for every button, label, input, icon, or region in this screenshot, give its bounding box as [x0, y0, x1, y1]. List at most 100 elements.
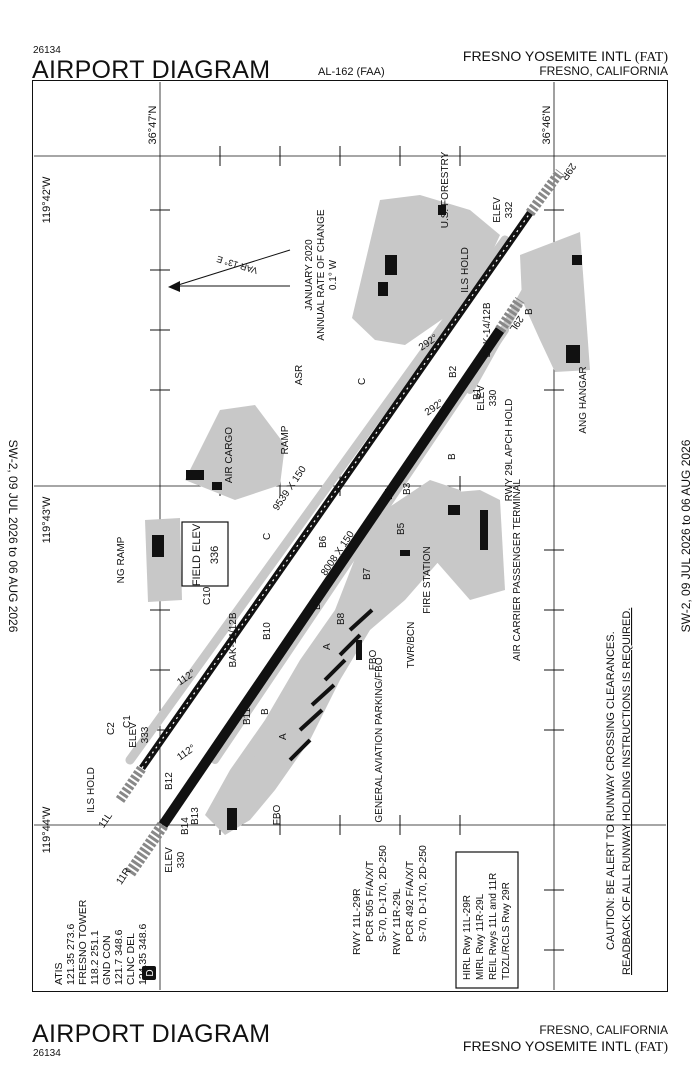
building-fbo-south	[227, 808, 237, 830]
air-cargo-apron	[185, 405, 285, 500]
label-elev-330-sw: 330	[176, 851, 187, 868]
lon-label-2: 119°43'W	[41, 496, 53, 543]
building-forestry-1	[385, 255, 397, 275]
caution-line-2: READBACK OF ALL RUNWAY HOLDING INSTRUCTI…	[621, 608, 633, 975]
lighting-list: HIRL Rwy 11L-29R MIRL Rwy 11R-29L REIL R…	[462, 873, 512, 980]
label-bak-ne: BAK-14/12B	[482, 302, 493, 357]
taxiway-label-c10: C10	[202, 586, 213, 605]
buildings	[152, 205, 582, 830]
mag-var-arrow	[168, 249, 291, 292]
label-rwy29l-hold: RWY 29L APCH HOLD	[504, 399, 515, 502]
taxiway-label-c2: C2	[106, 722, 117, 735]
label-magvar-date: JANUARY 2020	[304, 239, 315, 311]
freq-tower: 118.2 251.1	[89, 930, 101, 985]
footer-title: AIRPORT DIAGRAM	[32, 1020, 271, 1048]
building-terminal-1	[448, 505, 460, 515]
rwy2-weights: S-70, D-170, 2D-250	[417, 845, 429, 942]
lat-label-bottom: 36°46'N	[541, 105, 553, 144]
taxiway-label-b12: B12	[164, 772, 175, 790]
label-elev-332-title: ELEV	[492, 197, 503, 223]
caution-line-1: CAUTION: BE ALERT TO RUNWAY CROSSING CLE…	[605, 631, 617, 950]
lon-label-3: 119°44'W	[41, 806, 53, 853]
label-terminal: AIR CARRIER PASSENGER TERMINAL	[512, 479, 523, 661]
label-rwy-11l: 11L	[97, 811, 115, 831]
runway-29l-approach	[495, 296, 525, 334]
freq-tower-label: FRESNO TOWER	[77, 899, 89, 985]
taxiway-label-b-3: B	[260, 708, 271, 715]
label-ils-hold-ne: ILS HOLD	[460, 247, 471, 293]
taxiway-b-east	[466, 261, 544, 394]
building-cargo-2	[212, 482, 222, 490]
label-fbo-1: FBO	[272, 805, 283, 826]
label-hdg-112-2: 112°	[175, 743, 198, 763]
label-rwy-11r: 11R	[114, 866, 133, 887]
taxiway-label-c1: C1	[122, 715, 133, 728]
taxiway-label-b8: B8	[336, 612, 347, 625]
taxiway-label-c-1: C	[357, 378, 368, 385]
diagram-labels: U.S. FORESTRY ELEV 332 ILS HOLD JANUARY …	[86, 151, 589, 887]
rwy1-weights: S-70, D-170, 2D-250	[377, 845, 389, 942]
lighting-item-2: REIL Rwys 11L and 11R	[488, 873, 499, 980]
label-air-cargo: AIR CARGO	[224, 427, 235, 483]
label-general-aviation: GENERAL AVIATION PARKING/FBO	[374, 657, 385, 822]
taxiway-label-b4: B4	[384, 487, 395, 500]
taxiway-label-a-2: A	[278, 733, 289, 740]
page-title: AIRPORT DIAGRAM	[32, 56, 271, 84]
runway-29r-approach	[525, 169, 565, 216]
forestry-apron	[352, 195, 500, 345]
ng-ramp-apron	[145, 518, 182, 602]
building-fbo-north	[356, 640, 362, 660]
lon-label-1: 119°42'W	[41, 176, 53, 223]
label-elev-333: 333	[140, 726, 151, 743]
label-fire-station: FIRE STATION	[422, 546, 433, 613]
runway-11r-approach	[125, 821, 168, 877]
label-magvar-change: ANNUAL RATE OF CHANGE	[316, 209, 327, 340]
taxiway-label-b14: B14	[180, 817, 191, 835]
building-forestry-2	[378, 282, 388, 296]
taxiway-label-b-2: B	[447, 453, 458, 460]
label-asr: ASR	[294, 365, 305, 386]
building-forestry-3	[438, 205, 446, 215]
freq-atis-label: ATIS	[53, 962, 65, 985]
runway-11l-approach	[115, 765, 147, 803]
taxiway-label-b11: B11	[242, 708, 253, 725]
label-elev-330-sw-title: ELEV	[164, 847, 175, 873]
label-twr-bcn: TWR/BCN	[406, 622, 417, 669]
taxiway-label-b2: B2	[448, 365, 459, 378]
frequency-block: ATIS 121.35 273.6 FRESNO TOWER 118.2 251…	[53, 899, 149, 985]
taxiway-label-b1: B1	[472, 387, 483, 400]
label-ils-hold-sw: ILS HOLD	[86, 767, 97, 813]
freq-atis: 121.35 273.6	[65, 924, 77, 985]
airport-name-text: FRESNO YOSEMITE INTL	[462, 48, 631, 64]
building-ang-hangar	[566, 345, 580, 363]
label-ramp: RAMP	[280, 425, 291, 454]
rwy1-name: RWY 11L-29R	[351, 888, 363, 955]
label-fbo-2: FBO	[368, 650, 379, 671]
taxiway-label-b5: B5	[396, 522, 407, 535]
footer-procedure-number: 26134	[33, 1048, 61, 1059]
runway-data-block: RWY 11L-29R PCR 505 F/A/X/T S-70, D-170,…	[351, 845, 429, 955]
label-elev-330-e-title: ELEV	[476, 385, 487, 411]
ga-hangars	[288, 608, 374, 762]
freq-clnc-label: CLNC DEL	[125, 933, 137, 985]
procedure-number: 26134	[33, 45, 61, 56]
taxiway-label-b7: B7	[362, 567, 373, 580]
lighting-item-1: MIRL Rwy 11R-29L	[475, 893, 486, 980]
var-label: VAR 13° E	[215, 254, 259, 276]
airport-city: FRESNO, CALIFORNIA	[539, 64, 668, 78]
freq-gnd-label: GND CON	[101, 935, 113, 985]
lighting-item-0: HIRL Rwy 11L-29R	[462, 895, 473, 980]
label-ng-ramp: NG RAMP	[116, 536, 127, 583]
building-terminal-2	[480, 510, 488, 550]
terminal-apron	[205, 480, 470, 835]
freq-gnd: 121.7 348.6	[113, 929, 125, 985]
taxiway-c	[125, 235, 510, 765]
lat-label-top: 36°47'N	[147, 105, 159, 144]
taxiway-labels: C C B B B A A B1 B2 B3 B4 B5 B6 B7 B8 B9…	[106, 308, 535, 835]
lighting-box	[455, 851, 519, 989]
badge-d	[142, 966, 156, 980]
label-ang-hangar: ANG HANGAR	[578, 366, 589, 433]
taxiway-label-b13: B13	[190, 807, 201, 825]
airport-id: (FAT)	[634, 50, 668, 65]
